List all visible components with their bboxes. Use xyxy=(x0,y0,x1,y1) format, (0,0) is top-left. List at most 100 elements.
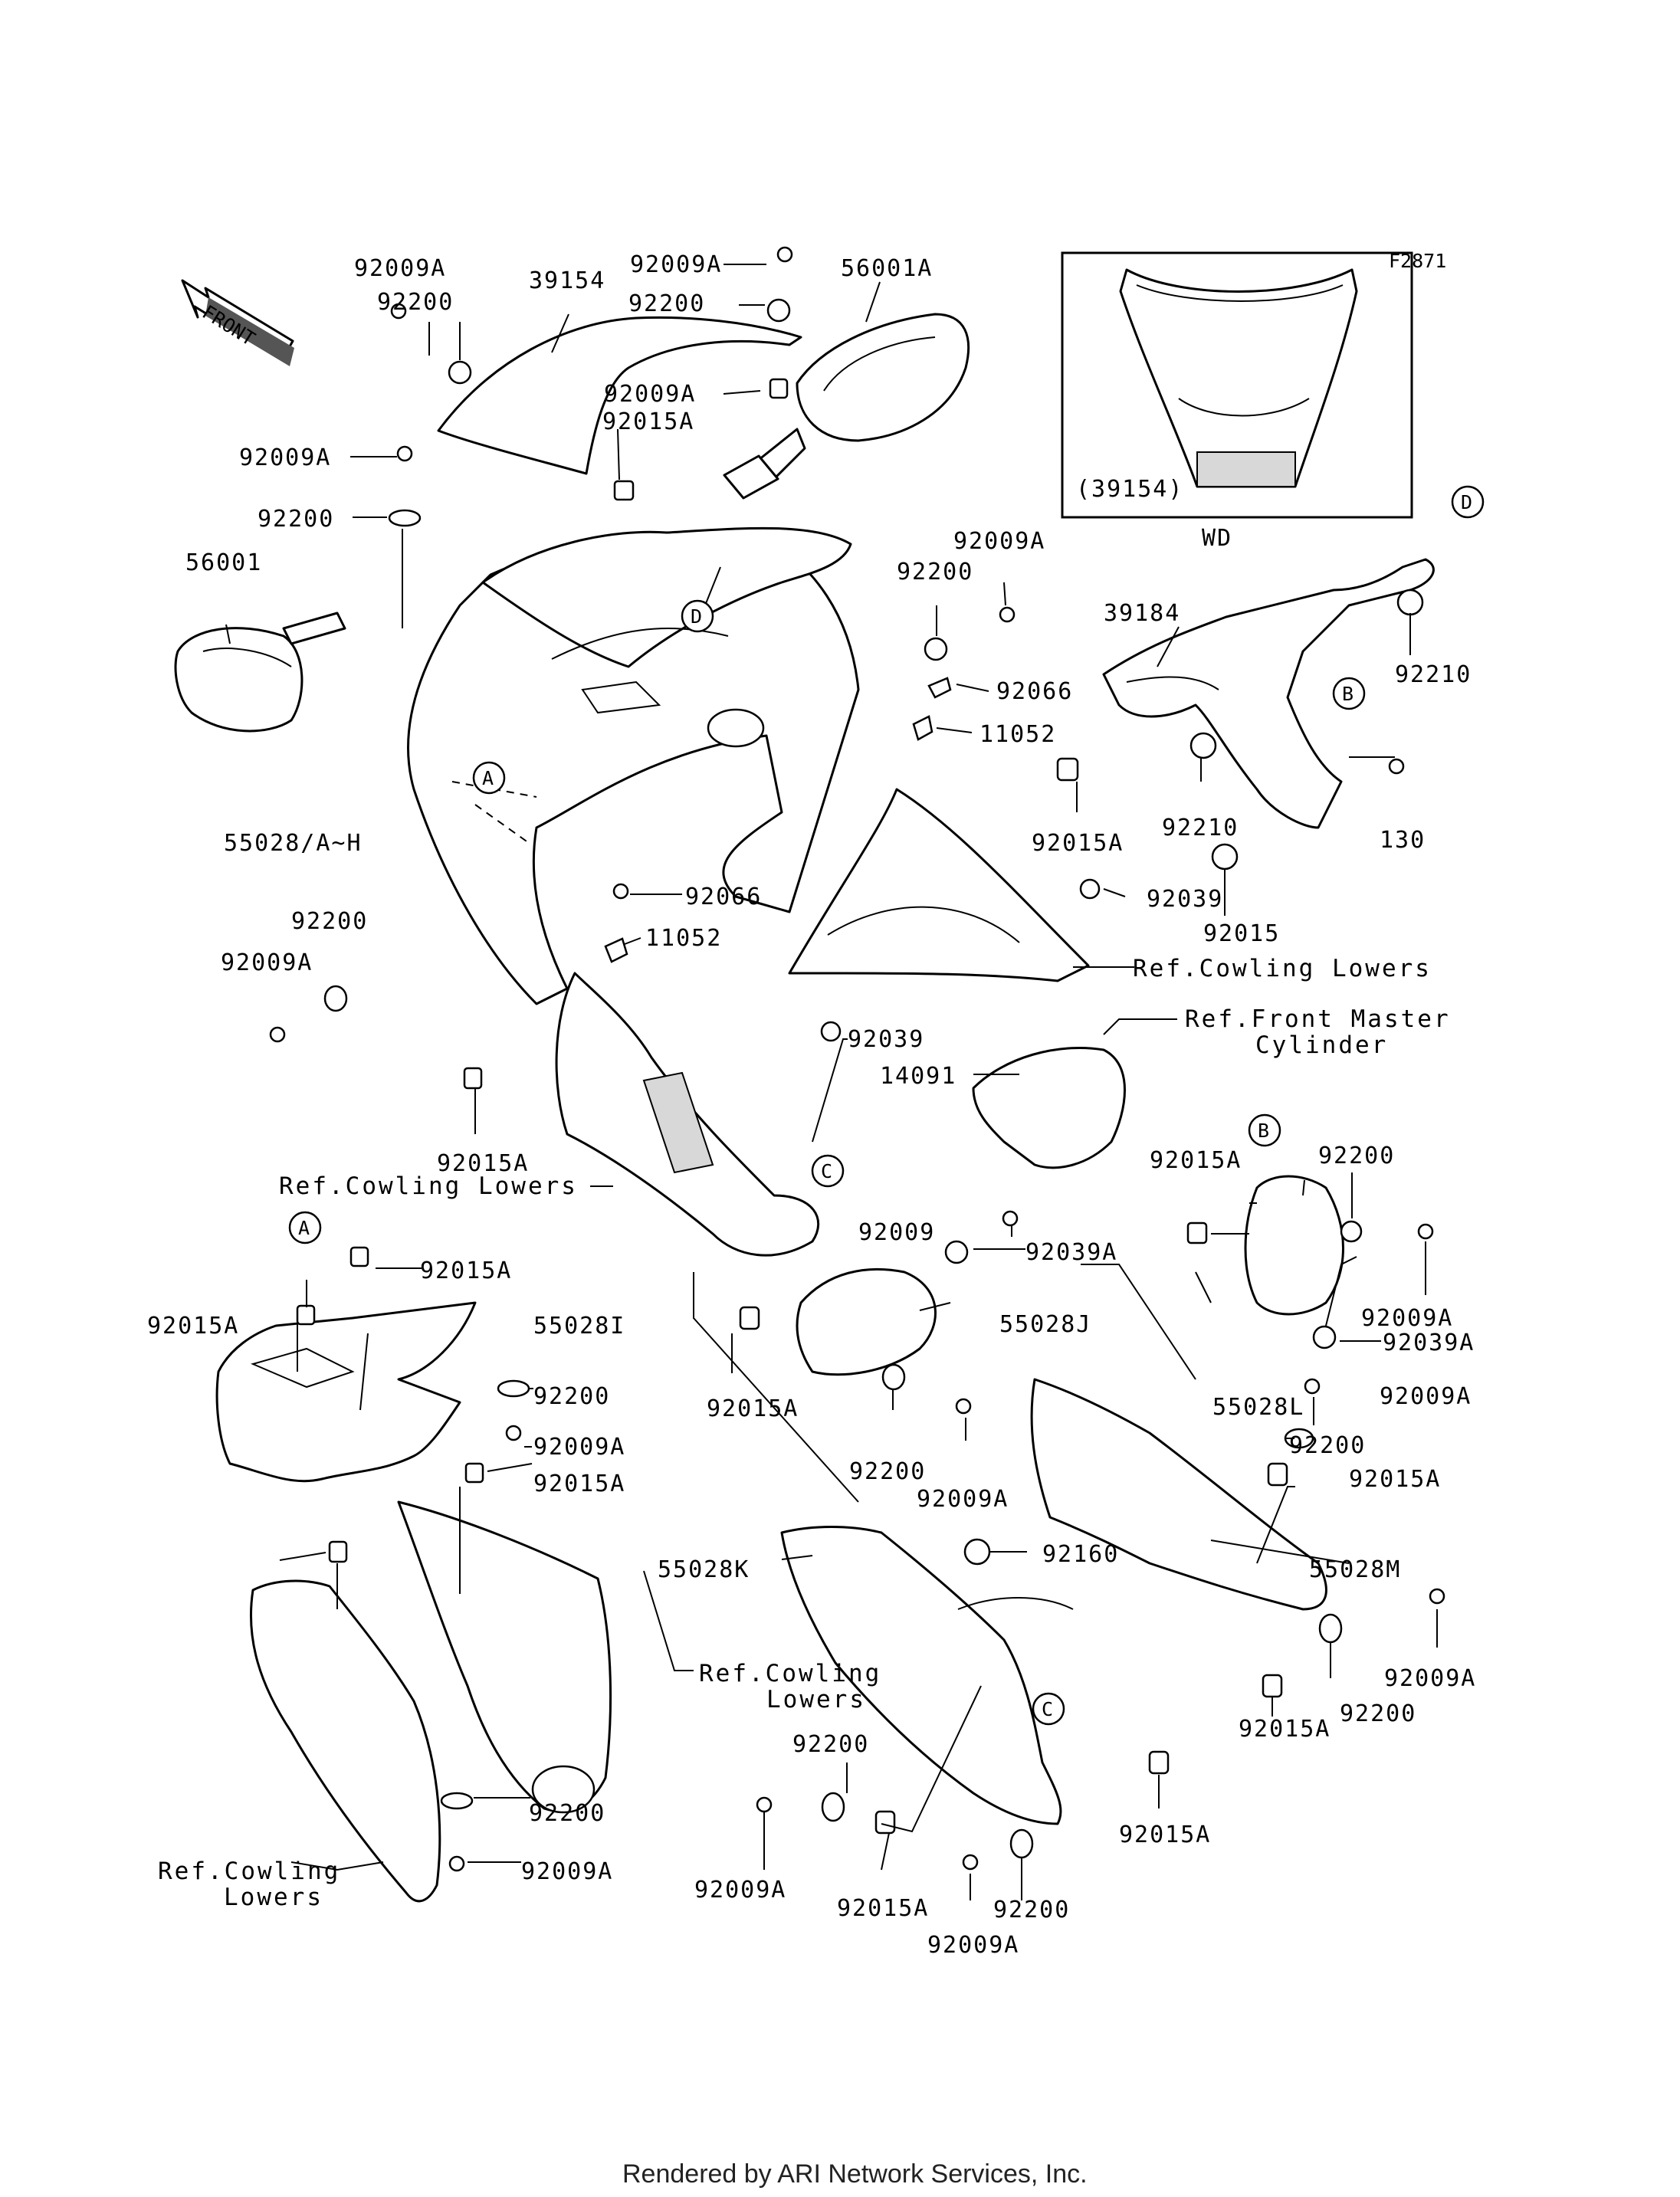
part-label: 92009A xyxy=(604,381,696,408)
grommet-icon xyxy=(963,1538,991,1566)
grommet-icon xyxy=(739,1306,760,1330)
nut-icon xyxy=(1396,589,1424,616)
part-label: 11052 xyxy=(645,925,722,952)
screw-icon xyxy=(1002,1210,1019,1227)
part-label: 92200 xyxy=(628,290,705,317)
part-label: 92009A xyxy=(354,255,446,282)
part-label: 14091 xyxy=(880,1063,956,1090)
fastener-icon xyxy=(944,1240,969,1264)
part-label: 92009A xyxy=(1384,1665,1476,1692)
part-label: 92009A xyxy=(521,1858,613,1885)
washer-icon xyxy=(821,1792,845,1822)
clip-icon xyxy=(604,937,628,963)
grommet-icon xyxy=(613,480,635,501)
washer-icon xyxy=(924,637,948,661)
nut-icon xyxy=(1211,843,1239,871)
part-label: 92009A xyxy=(1380,1383,1472,1410)
part-label: 92200 xyxy=(897,559,973,585)
screw-icon xyxy=(1304,1378,1321,1395)
part-label: 92160 xyxy=(1042,1541,1119,1568)
callout-a-top: A xyxy=(472,761,506,795)
callout-a-left: A xyxy=(288,1211,322,1244)
part-label: 55028I xyxy=(533,1313,625,1340)
screw-icon xyxy=(1388,758,1405,775)
grommet-icon xyxy=(1148,1750,1170,1775)
part-label: 92066 xyxy=(996,678,1073,705)
part-label: 39184 xyxy=(1104,600,1180,627)
screw-icon xyxy=(962,1854,979,1871)
ref-cowling-split-line2-left: Lowers xyxy=(224,1884,323,1911)
part-label: 92009A xyxy=(917,1486,1009,1513)
cover-14091 xyxy=(972,1047,1126,1169)
part-label: 92015A xyxy=(1032,830,1124,857)
screw-icon xyxy=(396,445,413,462)
part-label: 92200 xyxy=(533,1383,610,1410)
part-label: 55028/A~H xyxy=(224,830,363,857)
screw-icon xyxy=(1429,1588,1445,1605)
washer-icon xyxy=(323,985,348,1012)
mirror-56001 xyxy=(174,612,346,733)
washer-icon xyxy=(388,509,422,527)
callout-d-top: D xyxy=(681,599,714,633)
svg-text:B: B xyxy=(1258,1120,1269,1142)
part-label: 130 xyxy=(1380,827,1426,854)
svg-text:B: B xyxy=(1342,683,1354,705)
front-arrow-badge: FRONT xyxy=(181,279,294,366)
part-label: 55028M xyxy=(1309,1556,1401,1583)
svg-text:D: D xyxy=(1461,491,1472,513)
part-label: 92066 xyxy=(685,884,762,910)
duct-opening xyxy=(707,708,765,748)
washer-icon xyxy=(881,1363,906,1391)
clip-icon xyxy=(912,715,934,741)
mirror-56001A xyxy=(723,313,970,500)
fastener-icon xyxy=(1079,878,1101,900)
fastener-icon xyxy=(1312,1325,1337,1349)
callout-b-mid: B xyxy=(1248,1113,1281,1147)
svg-text:A: A xyxy=(482,767,494,789)
hardware xyxy=(269,246,1445,1872)
inset-part-number: (39154) xyxy=(1076,476,1183,503)
ref-cowling-lowers-upper: Ref.Cowling Lowers xyxy=(1133,955,1432,982)
part-label: 92009A xyxy=(221,949,313,976)
part-label: 92200 xyxy=(1318,1143,1395,1169)
ref-cowling-split-line1-left: Ref.Cowling xyxy=(158,1858,340,1885)
part-label: 92009A xyxy=(694,1877,786,1904)
callout-c-mid: C xyxy=(811,1154,845,1188)
part-label: 92015A xyxy=(1150,1147,1242,1174)
part-label: 92200 xyxy=(1340,1700,1416,1727)
grommet-icon xyxy=(463,1067,483,1090)
part-label: 92200 xyxy=(849,1458,926,1485)
part-label: 92015 xyxy=(1203,920,1280,947)
part-label: 92015A xyxy=(420,1258,512,1284)
part-label: 92009A xyxy=(953,528,1045,555)
part-label: 92210 xyxy=(1162,815,1239,841)
part-label: 55028L xyxy=(1212,1394,1304,1421)
part-label: 92200 xyxy=(258,506,334,533)
callout-d-right: D xyxy=(1451,485,1485,519)
screw-icon xyxy=(955,1398,972,1415)
inset-variant: WD xyxy=(1202,525,1232,552)
washer-icon xyxy=(1340,1220,1363,1243)
part-label: 92200 xyxy=(377,289,454,316)
part-label: 56001A xyxy=(841,255,933,282)
part-label: 92200 xyxy=(1289,1432,1366,1459)
grommet-icon xyxy=(769,378,789,399)
meter-bracket-39184 xyxy=(1102,558,1435,829)
screw-icon xyxy=(776,246,793,263)
part-label: 92200 xyxy=(792,1731,869,1758)
part-label: 92009A xyxy=(239,444,331,471)
part-label: 92009A xyxy=(630,251,722,278)
grommet-icon xyxy=(464,1462,484,1484)
part-label: 92200 xyxy=(529,1800,605,1827)
part-label: 11052 xyxy=(979,721,1056,748)
reference-labels: Ref.Cowling Lowers Ref.Front Master Cyli… xyxy=(158,955,1449,1911)
part-label: 92039A xyxy=(1025,1239,1117,1266)
screw-icon xyxy=(390,303,407,320)
washer-icon xyxy=(497,1379,530,1398)
svg-text:C: C xyxy=(821,1160,832,1182)
inset-windshield xyxy=(1119,268,1358,488)
svg-text:C: C xyxy=(1042,1698,1053,1720)
inner-panel-left xyxy=(555,972,820,1257)
callout-c-bottom: C xyxy=(1032,1692,1065,1726)
washer-icon xyxy=(1318,1613,1343,1644)
